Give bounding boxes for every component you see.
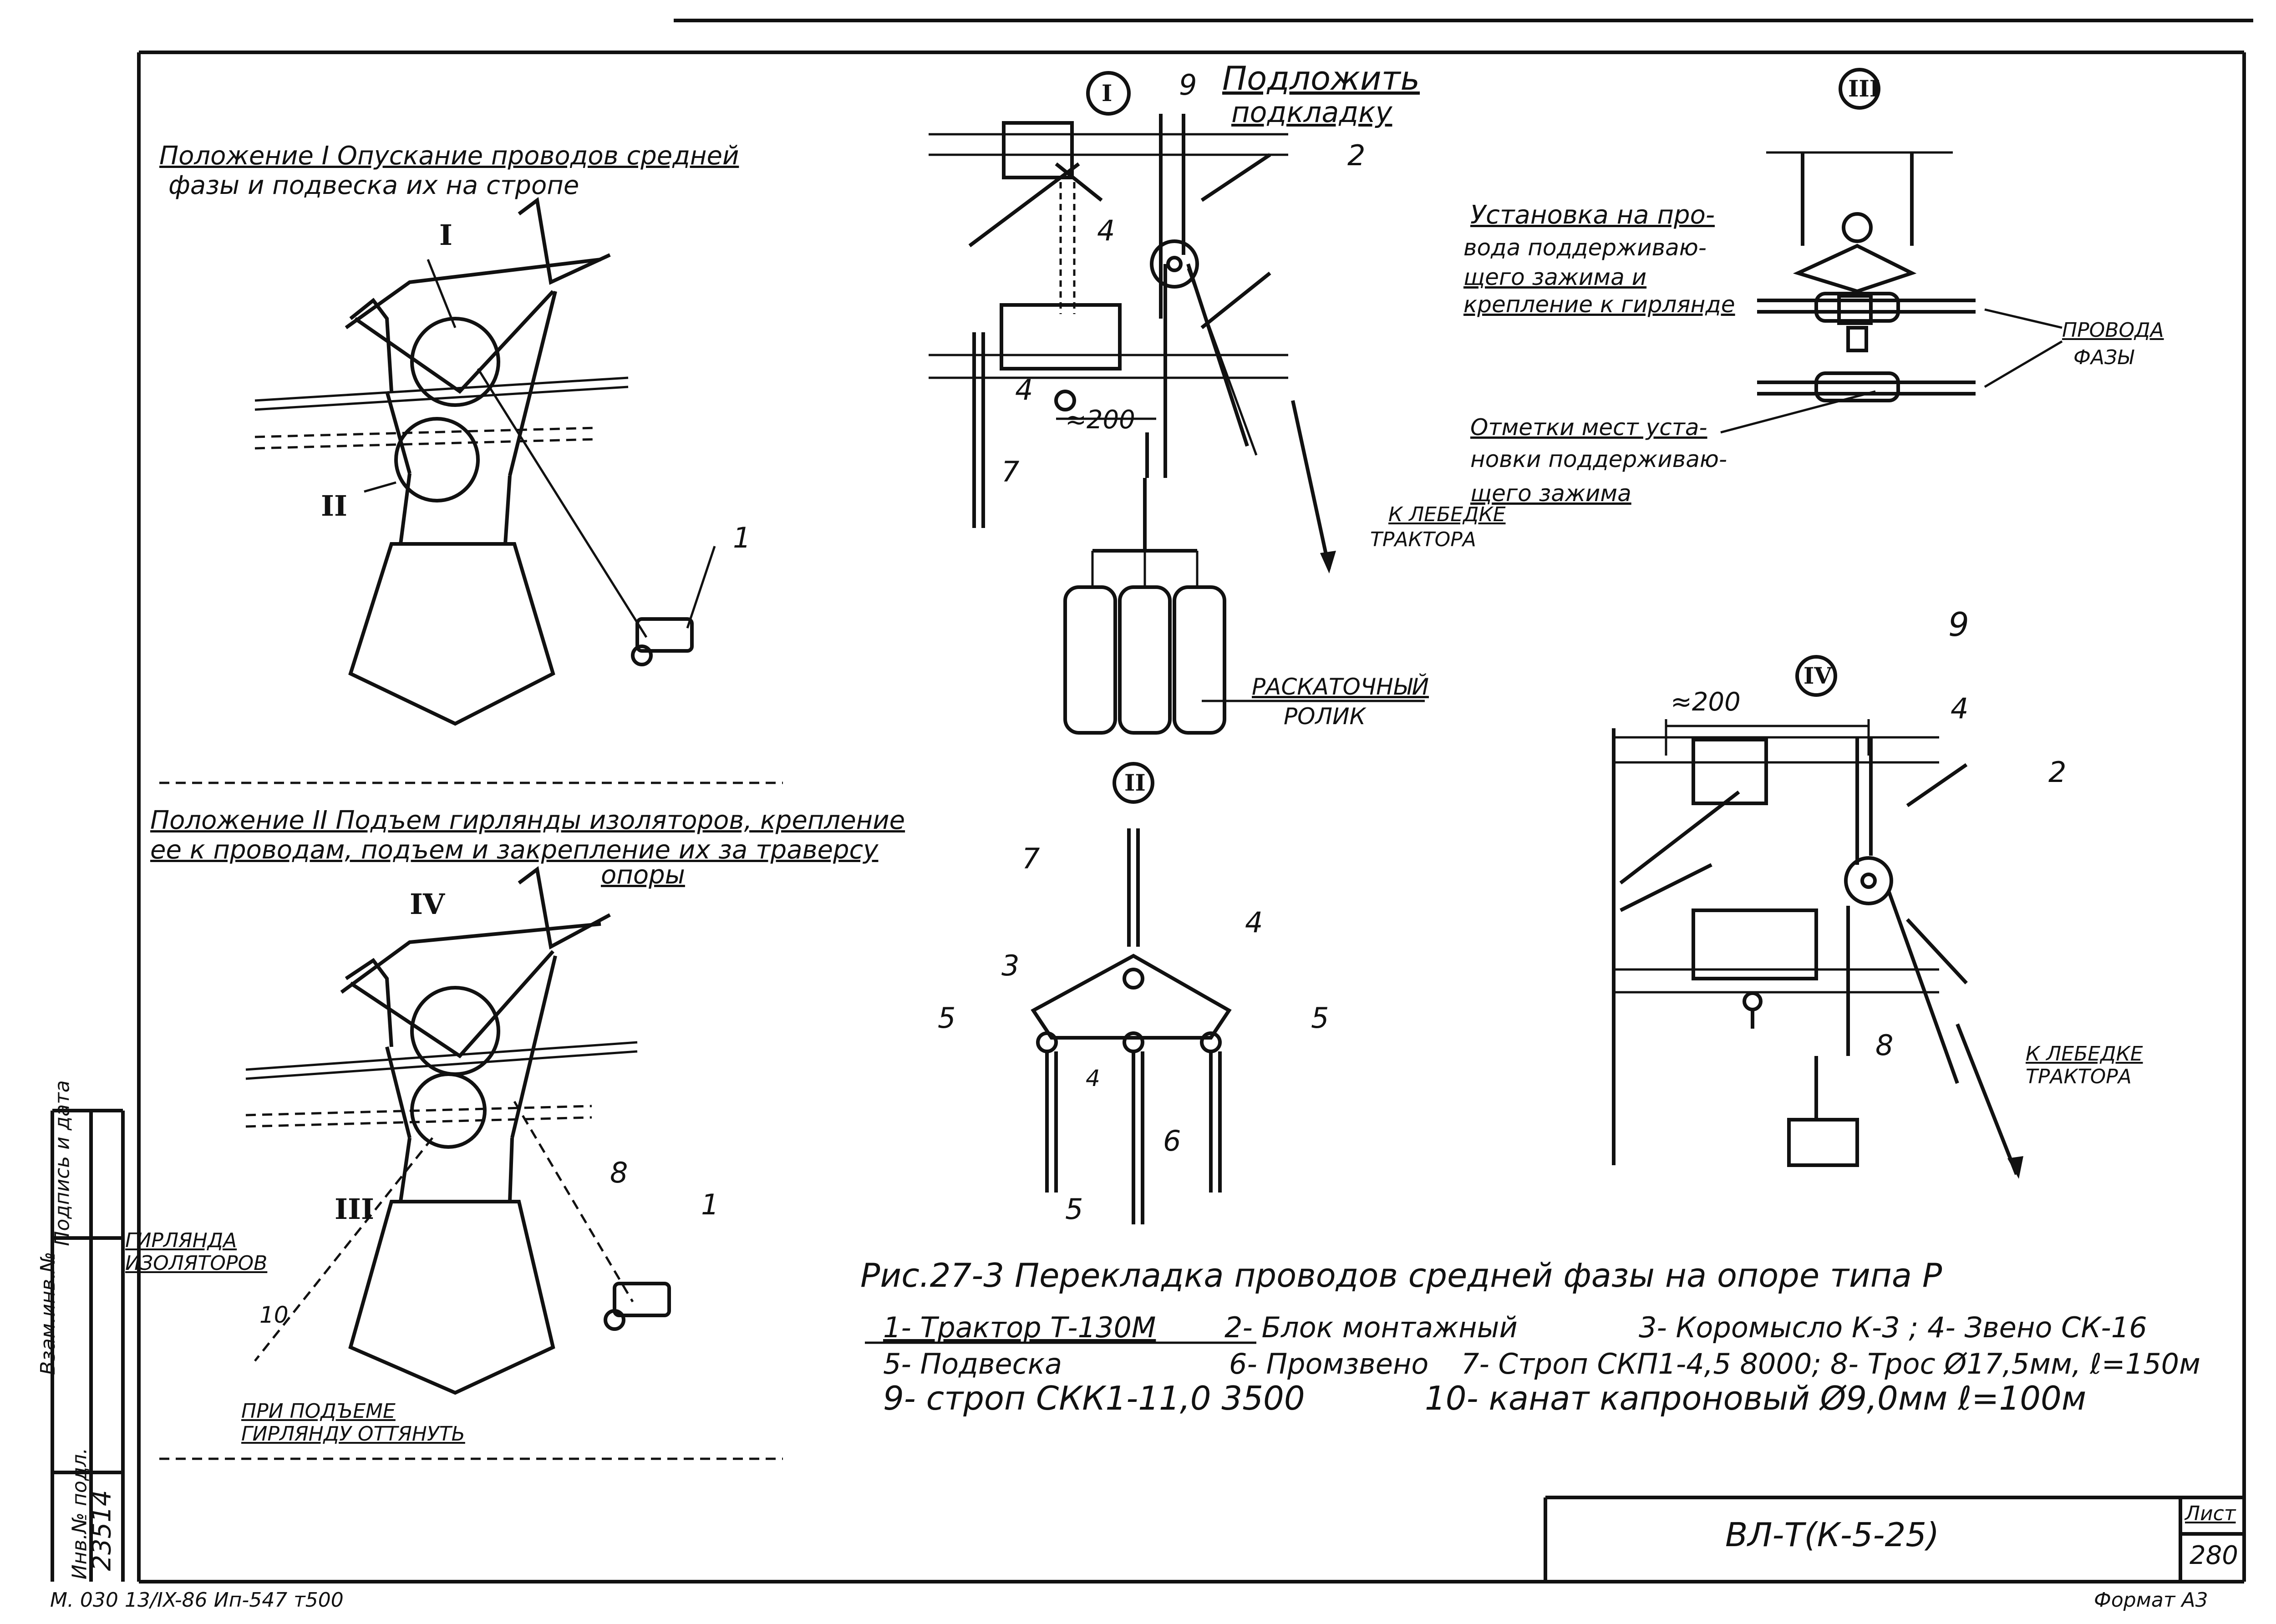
tower-overview-II [245, 866, 671, 1395]
position-II-heading-line1: Положение II Подъем гирлянды изоляторов,… [150, 806, 905, 835]
detail-II-num-4: 4 [1245, 906, 1263, 939]
garland-label-line1: ГИРЛЯНДА [125, 1229, 237, 1252]
detail-I-note-line2: подкладку [1231, 96, 1392, 129]
sidebar-stamp [51, 1109, 125, 1582]
drawing-code: ВЛ-Т(К-5-25) [1725, 1516, 1940, 1554]
sidebar-sign-label: Подпись и дата [51, 1080, 74, 1246]
print-note: М. 030 13/IX-86 Ип-547 т500 [50, 1588, 344, 1612]
detail-IV-dimension: ≈200 [1671, 687, 1741, 717]
roller-label-line2: РОЛИК [1284, 703, 1366, 730]
overview-label-1b: 1 [701, 1188, 719, 1221]
detail-I-marker: I [1102, 80, 1113, 107]
detail-IV-num-2: 2 [2048, 756, 2067, 789]
legend-item-3-4: 3- Коромысло К-3 ; 4- Звено СК-16 [1639, 1311, 2147, 1344]
detail-III-marks-line2: новки поддерживаю- [1470, 446, 1727, 472]
detail-I-num-2: 2 [1347, 139, 1366, 172]
detail-III-marks-line3: щего зажима [1470, 480, 1631, 507]
detail-I-drawing [929, 71, 1425, 735]
format-label: Формат А3 [2094, 1588, 2208, 1612]
sheet-number: 280 [2190, 1541, 2238, 1570]
phase-wires-line1: ПРОВОДА [2062, 319, 2164, 342]
legend-item-1: 1- Трактор Т-130М [883, 1311, 1156, 1344]
detail-III-drawing [1720, 68, 2063, 434]
detail-II-num-6: 6 [1163, 1124, 1181, 1157]
overview-label-III: III [335, 1193, 375, 1226]
detail-II-num-5c: 5 [1065, 1193, 1083, 1226]
detail-IV-num-4: 4 [1951, 692, 1969, 725]
tower-overview-I [254, 197, 716, 726]
detail-I-num-7: 7 [1001, 455, 1020, 488]
overview-label-8: 8 [610, 1156, 628, 1189]
detail-IV-drawing [1612, 655, 2023, 1179]
overview-label-II: II [321, 489, 348, 523]
phase-wires-line2: ФАЗЫ [2073, 346, 2134, 369]
legend-item-9: 9- строп СКК1-11,0 3500 [883, 1379, 1305, 1417]
legend-item-7-8: 7- Строп СКП1-4,5 8000; 8- Трос Ø17,5мм,… [1461, 1347, 2200, 1380]
garland-label-line2: ИЗОЛЯТОРОВ [125, 1252, 268, 1275]
pull-note-line1: ПРИ ПОДЪЕМЕ [241, 1400, 396, 1423]
sidebar-inv-number: 23514 [87, 1490, 117, 1571]
sheet-frame [137, 19, 2253, 1583]
detail-IV-marker: IV [1804, 662, 1832, 689]
overview-label-IV: IV [410, 888, 445, 921]
detail-I-num-9: 9 [1179, 68, 1197, 102]
detail-I-num-4a: 4 [1097, 214, 1115, 247]
pull-note-line2: ГИРЛЯНДУ ОТТЯНУТЬ [241, 1422, 465, 1446]
detail-II-num-5b: 5 [1311, 1001, 1329, 1035]
detail-I-dimension: ≈200 [1065, 405, 1135, 435]
detail-II-marker: II [1124, 769, 1146, 796]
title-block-frame [1544, 1496, 2244, 1582]
legend-item-6: 6- Промзвено [1229, 1347, 1429, 1380]
overview-label-1a: 1 [733, 521, 751, 554]
position-I-heading-line1: Положение I Опускание проводов средней [159, 141, 739, 171]
detail-III-install-line4: крепление к гирлянде [1463, 291, 1735, 318]
detail-IV-num-9: 9 [1948, 605, 1969, 644]
detail-III-install-line1: Установка на про- [1470, 200, 1715, 230]
figure-caption: Рис.27-3 Перекладка проводов средней фаз… [860, 1256, 1942, 1294]
detail-IV-winch-line1: К ЛЕБЕДКЕ [2026, 1042, 2143, 1066]
detail-IV-num-8: 8 [1875, 1029, 1894, 1062]
overview-label-I: I [439, 218, 453, 252]
detail-II-drawing [1031, 762, 1232, 1224]
detail-II-num-3: 3 [1001, 949, 1020, 982]
detail-III-install-line3: щего зажима и [1463, 264, 1647, 290]
detail-I-num-4b: 4 [1015, 373, 1033, 406]
detail-I-note-line1: Подложить [1222, 59, 1420, 97]
detail-II-num-4b: 4 [1086, 1065, 1100, 1091]
detail-III-marks-line1: Отметки мест уста- [1470, 414, 1707, 441]
detail-I-winch-line1: К ЛЕБЕДКЕ [1388, 503, 1506, 526]
position-II-heading-line3: опоры [601, 860, 685, 890]
detail-II-num-5a: 5 [938, 1001, 956, 1035]
position-II-heading-line2: ее к проводам, подъем и закрепление их з… [150, 835, 879, 865]
detail-I-winch-line2: ТРАКТОРА [1370, 528, 1476, 551]
roller-label-line1: РАСКАТОЧНЫЙ [1252, 674, 1429, 700]
sheet-label: Лист [2185, 1502, 2236, 1525]
ground-lines [159, 782, 783, 1460]
detail-III-install-line2: вода поддерживаю- [1463, 234, 1707, 261]
detail-III-marker: III [1848, 75, 1880, 102]
legend-item-2: 2- Блок монтажный [1224, 1311, 1518, 1344]
detail-II-num-7: 7 [1022, 842, 1040, 875]
detail-IV-winch-line2: ТРАКТОРА [2026, 1065, 2132, 1088]
overview-label-10: 10 [259, 1302, 289, 1328]
legend-item-10: 10- канат капроновый Ø9,0мм ℓ=100м [1425, 1379, 2087, 1417]
position-I-heading-line2: фазы и подвеска их на стропе [168, 171, 579, 200]
legend-item-5: 5- Подвеска [883, 1347, 1062, 1380]
sidebar-swap-label: Взам.инв.№ [36, 1252, 60, 1375]
